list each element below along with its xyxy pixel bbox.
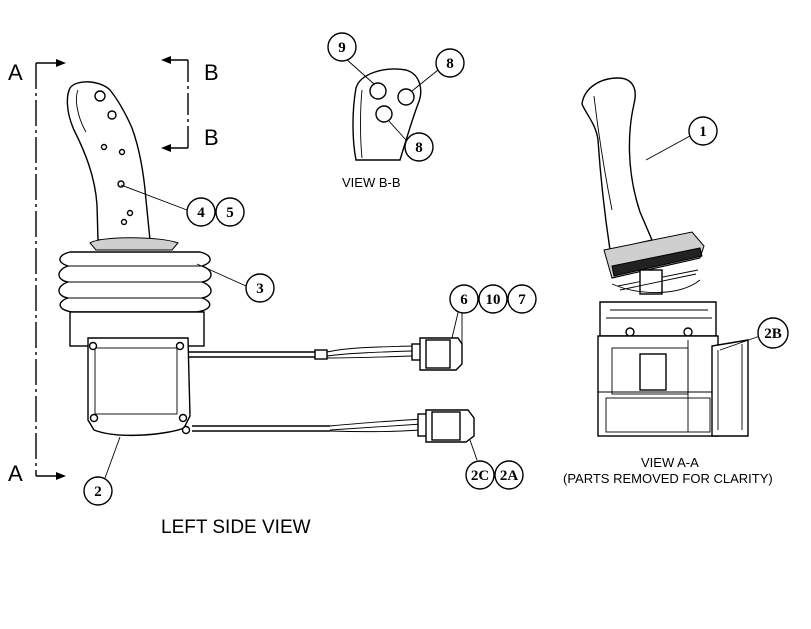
callout-2: 2 [83, 476, 113, 506]
callout-9: 9 [327, 32, 357, 62]
callout-2a: 2A [494, 460, 524, 490]
view-aa-label: VIEW A-A [641, 455, 699, 470]
section-line-b: B B [161, 56, 219, 152]
callout-6-label: 6 [460, 292, 468, 308]
callout-10-label: 10 [486, 292, 501, 308]
callout-1-label: 1 [699, 124, 707, 140]
section-marker-a-top: A [8, 60, 23, 85]
section-marker-b-bottom: B [204, 125, 219, 150]
section-line-a: A A [8, 59, 66, 486]
view-aa-note: (PARTS REMOVED FOR CLARITY) [563, 471, 773, 486]
view-bb-label: VIEW B-B [342, 175, 401, 190]
callout-4-label: 4 [197, 205, 205, 221]
callout-2c-label: 2C [471, 468, 489, 484]
section-marker-b-top: B [204, 60, 219, 85]
left-side-joystick [58, 81, 475, 443]
callout-2-label: 2 [94, 484, 102, 500]
section-marker-a-bottom: A [8, 461, 23, 486]
joystick-handle [66, 81, 151, 241]
callout-2b: 2B [757, 317, 789, 349]
callout-1: 1 [688, 116, 718, 146]
callout-7: 7 [507, 284, 537, 314]
callout-8-bottom-label: 8 [415, 140, 423, 156]
callout-4: 4 [186, 197, 216, 227]
callout-8-top: 8 [435, 48, 465, 78]
callout-3-label: 3 [256, 281, 264, 297]
view-bb-detail: VIEW B-B [342, 57, 439, 190]
callout-2a-label: 2A [500, 468, 519, 484]
callout-10: 10 [478, 284, 508, 314]
left-side-view-label: LEFT SIDE VIEW [161, 517, 311, 538]
callout-5-label: 5 [226, 205, 234, 221]
callout-5: 5 [215, 197, 245, 227]
view-aa-joystick [581, 77, 761, 437]
aa-handle [581, 77, 653, 251]
leader-lines-left [104, 184, 478, 479]
callout-8-bottom: 8 [404, 132, 434, 162]
callout-8-top-label: 8 [446, 56, 454, 72]
callout-2b-label: 2B [764, 326, 782, 342]
callout-9-label: 9 [338, 40, 346, 56]
callout-7-label: 7 [518, 292, 526, 308]
callout-6: 6 [449, 284, 479, 314]
callout-2c: 2C [465, 460, 495, 490]
callout-3: 3 [245, 273, 275, 303]
switch-housing [87, 337, 191, 437]
